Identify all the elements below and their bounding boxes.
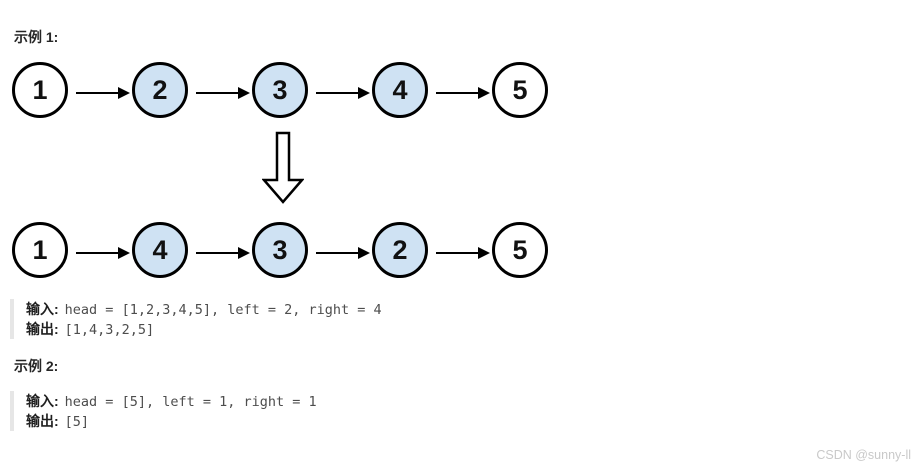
next-pointer-arrow	[436, 92, 479, 94]
next-pointer-arrow	[196, 92, 239, 94]
input-value: head = [5], left = 1, right = 1	[64, 394, 317, 410]
arrowhead-icon	[118, 87, 130, 99]
list-node: 3	[252, 62, 308, 118]
example1-input-line: 输入: head = [1,2,3,4,5], left = 2, right =…	[26, 299, 382, 319]
arrowhead-icon	[238, 247, 250, 259]
arrowhead-icon	[238, 87, 250, 99]
list-node: 3	[252, 222, 308, 278]
output-label: 输出:	[26, 321, 59, 337]
next-pointer-arrow	[436, 252, 479, 254]
arrowhead-icon	[118, 247, 130, 259]
list-node: 4	[132, 222, 188, 278]
list-node: 5	[492, 222, 548, 278]
list-node: 1	[12, 222, 68, 278]
next-pointer-arrow	[196, 252, 239, 254]
example1-output-line: 输出: [1,4,3,2,5]	[26, 319, 382, 339]
example1-title: 示例 1:	[14, 29, 59, 45]
next-pointer-arrow	[316, 252, 359, 254]
list-node: 1	[12, 62, 68, 118]
list-node: 5	[492, 62, 548, 118]
example2-output-line: 输出: [5]	[26, 411, 317, 431]
output-label: 输出:	[26, 413, 59, 429]
next-pointer-arrow	[76, 92, 119, 94]
linked-list-diagram: 1 2 3 4 5 1 4 3 2 5	[12, 62, 548, 278]
example1-io-block: 输入: head = [1,2,3,4,5], left = 2, right =…	[10, 299, 382, 339]
list-node: 4	[372, 62, 428, 118]
input-value: head = [1,2,3,4,5], left = 2, right = 4	[64, 302, 382, 318]
down-arrow-icon	[262, 131, 304, 204]
list-node: 2	[132, 62, 188, 118]
next-pointer-arrow	[76, 252, 119, 254]
example2-input-line: 输入: head = [5], left = 1, right = 1	[26, 391, 317, 411]
input-label: 输入:	[26, 301, 59, 317]
example2-io-block: 输入: head = [5], left = 1, right = 1 输出: [5…	[10, 391, 317, 431]
output-value: [5]	[64, 414, 90, 430]
arrowhead-icon	[358, 247, 370, 259]
list-node: 2	[372, 222, 428, 278]
input-label: 输入:	[26, 393, 59, 409]
example2-title: 示例 2:	[14, 358, 59, 374]
watermark: CSDN @sunny-ll	[816, 448, 911, 462]
output-value: [1,4,3,2,5]	[64, 322, 155, 338]
next-pointer-arrow	[316, 92, 359, 94]
arrowhead-icon	[478, 87, 490, 99]
arrowhead-icon	[478, 247, 490, 259]
arrowhead-icon	[358, 87, 370, 99]
